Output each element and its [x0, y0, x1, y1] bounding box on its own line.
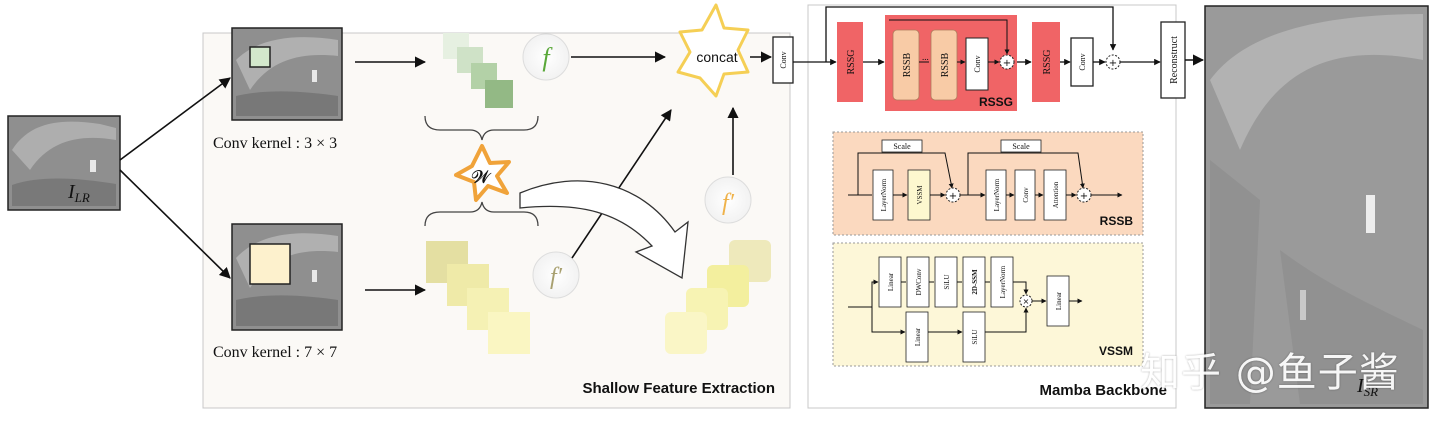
svg-text:SiLU: SiLU [943, 274, 951, 289]
svg-text:Conv: Conv [779, 51, 788, 68]
f-node: f [522, 33, 570, 81]
conv-block-second: Conv [1070, 37, 1094, 87]
rssb-detail-panel: Scale LayerNorm VSSM + Scale LayerNorm C… [832, 131, 1144, 236]
svg-text:...: ... [922, 52, 929, 62]
k3-caption: Conv kernel : 3 × 3 [213, 135, 337, 152]
reconstruct-block: Reconstruct [1160, 21, 1186, 99]
arrow-fprime-to-concat [571, 109, 672, 259]
kernel-3x3-patch [249, 46, 271, 68]
svg-text:+: + [1109, 58, 1117, 69]
svg-text:SiLU: SiLU [971, 329, 979, 344]
input-lr-image [7, 115, 121, 211]
watermark: 知乎 @鱼子酱 [1140, 350, 1400, 396]
concat-node: concat [676, 3, 750, 98]
upper-brace [424, 115, 539, 141]
yellow-feature-stack [426, 241, 530, 354]
vssm-detail-panel: Linear DWConv SiLU 2D-SSM LayerNorm Line… [832, 242, 1144, 367]
svg-text:𝓦: 𝓦 [472, 167, 492, 188]
svg-text:+: + [1080, 191, 1088, 202]
svg-text:Scale: Scale [893, 142, 911, 151]
svg-text:DWConv: DWConv [915, 268, 923, 295]
svg-text:2D-SSM: 2D-SSM [971, 269, 979, 295]
arrow-input-to-k3 [119, 77, 231, 161]
svg-text:Conv: Conv [1078, 53, 1087, 70]
input-label: ILR [67, 181, 90, 205]
svg-text:Linear: Linear [1055, 291, 1063, 310]
svg-text:+: + [1003, 58, 1011, 69]
green-feature-stack [443, 33, 513, 108]
k3-image [231, 27, 343, 121]
conv-block-first: Conv [772, 36, 794, 84]
svg-text:Conv: Conv [973, 55, 982, 72]
lower-brace [424, 201, 539, 227]
svg-text:RSSG: RSSG [979, 95, 1013, 109]
svg-text:×: × [1023, 297, 1030, 306]
mamba-panel-title: Mamba Backbone [1039, 382, 1167, 399]
output-feature-stack [665, 240, 771, 354]
svg-text:Conv: Conv [1022, 187, 1030, 203]
svg-text:VSSM: VSSM [1099, 344, 1133, 358]
svg-text:RSSB: RSSB [1100, 214, 1134, 228]
output-label: ISR [1356, 375, 1378, 399]
fprime-node-right: f′ [704, 176, 752, 224]
svg-text:f′: f′ [550, 264, 563, 290]
rssg-detail-group: RSSB ... RSSB Conv + RSSG [885, 15, 1017, 111]
w-weight-star: 𝓦 [454, 144, 511, 202]
svg-text:LayerNorm: LayerNorm [880, 178, 888, 211]
svg-text:Linear: Linear [887, 272, 895, 291]
svg-text:RSSB: RSSB [940, 52, 951, 77]
svg-text:LayerNorm: LayerNorm [999, 265, 1007, 298]
svg-text:f′: f′ [722, 190, 735, 216]
svg-text:Attention: Attention [1052, 181, 1060, 208]
output-sr-image [1204, 5, 1429, 409]
svg-text:RSSG: RSSG [1042, 49, 1053, 74]
shallow-panel-title: Shallow Feature Extraction [582, 380, 775, 397]
rssg-block-1: RSSG [837, 22, 863, 102]
svg-text:RSSB: RSSB [902, 52, 913, 77]
svg-text:+: + [949, 191, 957, 202]
fprime-node-left: f′ [532, 251, 580, 299]
k7-image [231, 223, 343, 331]
global-skip-line [825, 6, 1117, 62]
curved-arrow [519, 180, 689, 280]
svg-text:concat: concat [696, 49, 737, 65]
svg-text:RSSG: RSSG [846, 49, 857, 74]
svg-text:Reconstruct: Reconstruct [1169, 36, 1180, 84]
svg-text:f: f [542, 43, 553, 72]
arrow-input-to-k7 [119, 169, 231, 279]
global-add-node: + [1105, 54, 1121, 70]
rssg-block-2: RSSG [1032, 22, 1060, 102]
svg-text:Linear: Linear [914, 327, 922, 346]
k7-caption: Conv kernel : 7 × 7 [213, 344, 337, 361]
svg-text:VSSM: VSSM [916, 185, 924, 205]
kernel-7x7-patch [249, 243, 291, 285]
svg-text:Scale: Scale [1012, 142, 1030, 151]
svg-text:LayerNorm: LayerNorm [993, 178, 1001, 211]
